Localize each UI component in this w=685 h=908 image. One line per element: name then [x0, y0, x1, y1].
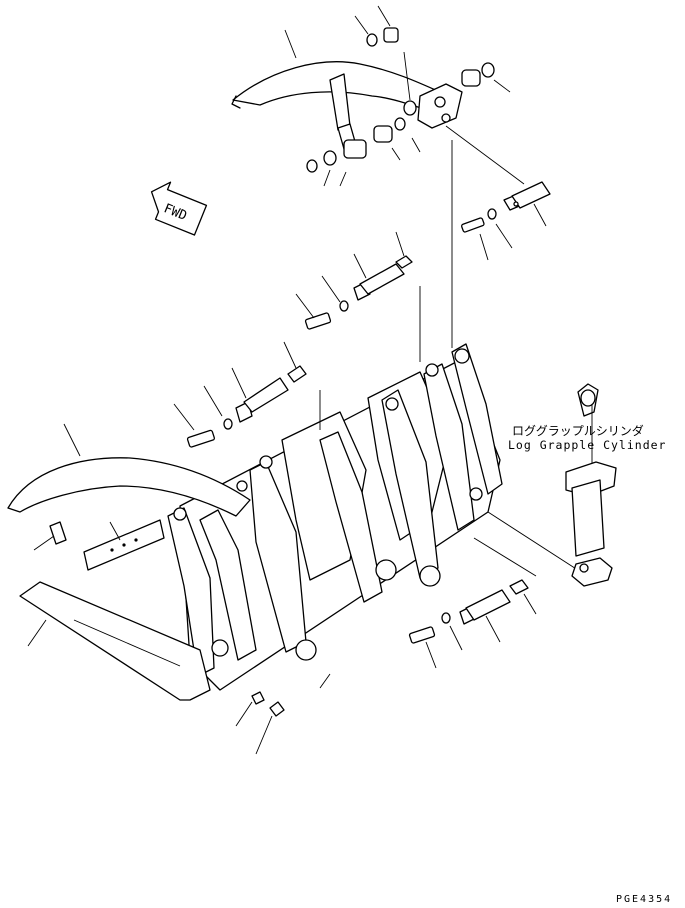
lower-grapple-arm	[7, 423, 251, 701]
log-grapple-cylinder	[565, 383, 617, 587]
left-pin-group	[173, 341, 307, 448]
middle-pin-group	[295, 231, 413, 330]
main-grapple-frame	[167, 140, 503, 691]
cylinder-label-english: Log Grapple Cylinder	[508, 438, 667, 452]
drawing-code: PGE4354	[616, 894, 673, 905]
top-bushings	[306, 5, 511, 187]
top-grapple-arm	[231, 29, 463, 157]
fwd-arrow-icon: FWD	[150, 181, 208, 236]
cylinder-label-japanese: ロググラップルシリンダ	[512, 424, 644, 438]
top-right-pin-group	[445, 125, 551, 261]
bottom-small-parts	[235, 511, 585, 755]
